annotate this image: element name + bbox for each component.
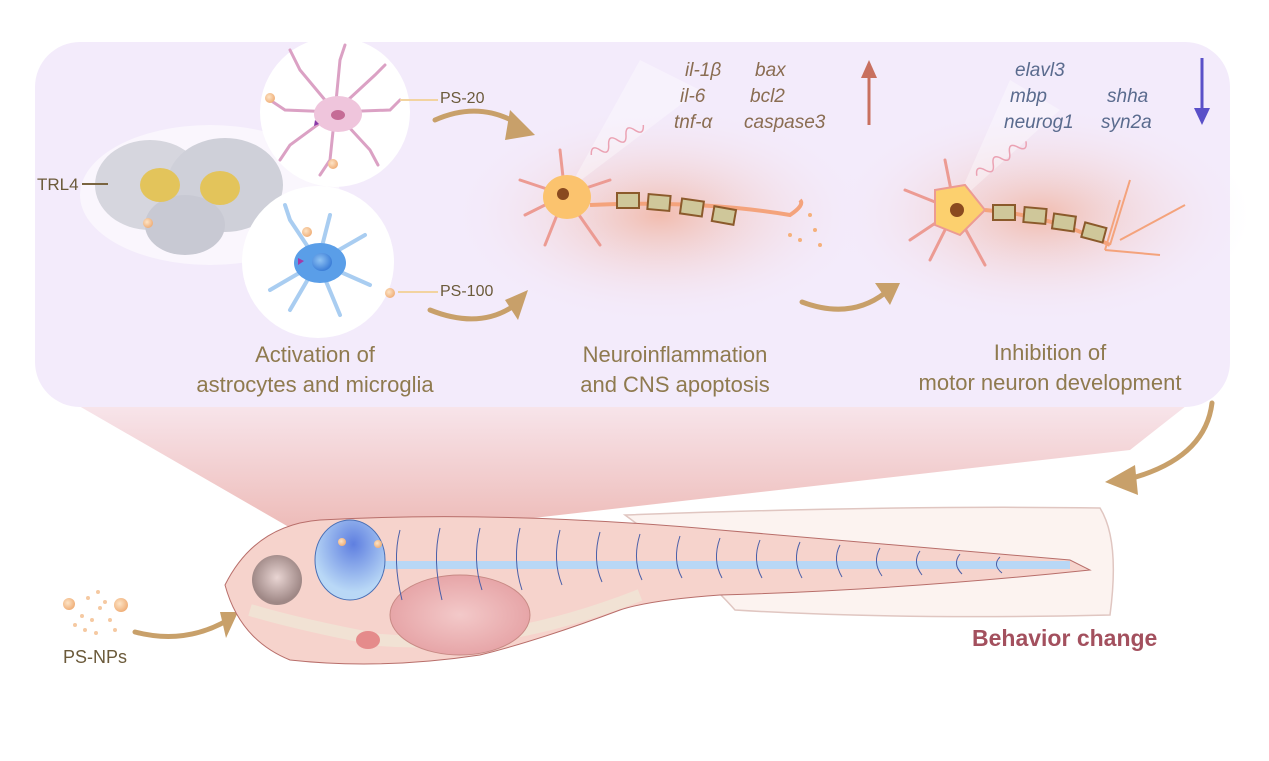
stage-caption-line: Activation of: [255, 342, 375, 367]
neuron-inflamed: [518, 55, 822, 247]
ps100-arrow: [427, 302, 518, 322]
gene-label: il-1β: [685, 60, 722, 81]
gut: [248, 589, 643, 648]
stage-caption-line: Inhibition of: [993, 340, 1107, 365]
ps20-label: PS-20: [440, 90, 485, 107]
stage-caption-line: Neuroinflammation: [582, 342, 768, 367]
ps-nps-label: PS-NPs: [63, 647, 128, 667]
zoom-cone: [60, 395, 1200, 545]
stage2-to-3-arrow: [799, 290, 888, 312]
stage-caption-line: motor neuron development: [918, 370, 1182, 395]
behavior-change-label: Behavior change: [972, 625, 1158, 651]
stage-caption-3: Inhibition of motor neuron development: [880, 338, 1220, 398]
gene-label: syn2a: [1101, 112, 1152, 133]
gene-label: mbp: [1010, 86, 1047, 107]
stage-caption-1: Activation of astrocytes and microglia: [160, 340, 470, 400]
microglia-cell: [242, 186, 395, 338]
gene-label: bcl2: [750, 86, 785, 107]
astrocyte-cell: [260, 37, 410, 187]
gene-label: il-6: [680, 86, 706, 107]
gene-label: caspase3: [744, 112, 826, 133]
panel-to-fish-arrow: [1122, 400, 1215, 483]
ps-nps-particles: [63, 590, 128, 635]
gene-label: tnf-α: [674, 112, 713, 133]
downregulation-arrow-icon: [1194, 58, 1210, 125]
gene-label: bax: [755, 60, 786, 81]
upregulation-arrow-icon: [861, 60, 877, 125]
yolk: [389, 574, 531, 656]
neuron-glow-1: [450, 105, 870, 325]
neuron-impaired: [903, 80, 1186, 267]
gene-label: elavl3: [1015, 60, 1065, 81]
ps100-label: PS-100: [440, 283, 494, 300]
gene-label: shha: [1107, 86, 1149, 107]
nps-to-fish-arrow: [132, 617, 231, 639]
tlr4-label: TRL4: [37, 175, 79, 194]
stage-caption-line: and CNS apoptosis: [580, 372, 770, 397]
eye: [252, 555, 302, 605]
brain: [314, 519, 386, 601]
stage-caption-2: Neuroinflammation and CNS apoptosis: [530, 340, 820, 400]
zebrafish-larva: [224, 506, 1115, 665]
stage-caption-line: astrocytes and microglia: [196, 372, 434, 397]
gene-label: neurog1: [1004, 112, 1074, 133]
